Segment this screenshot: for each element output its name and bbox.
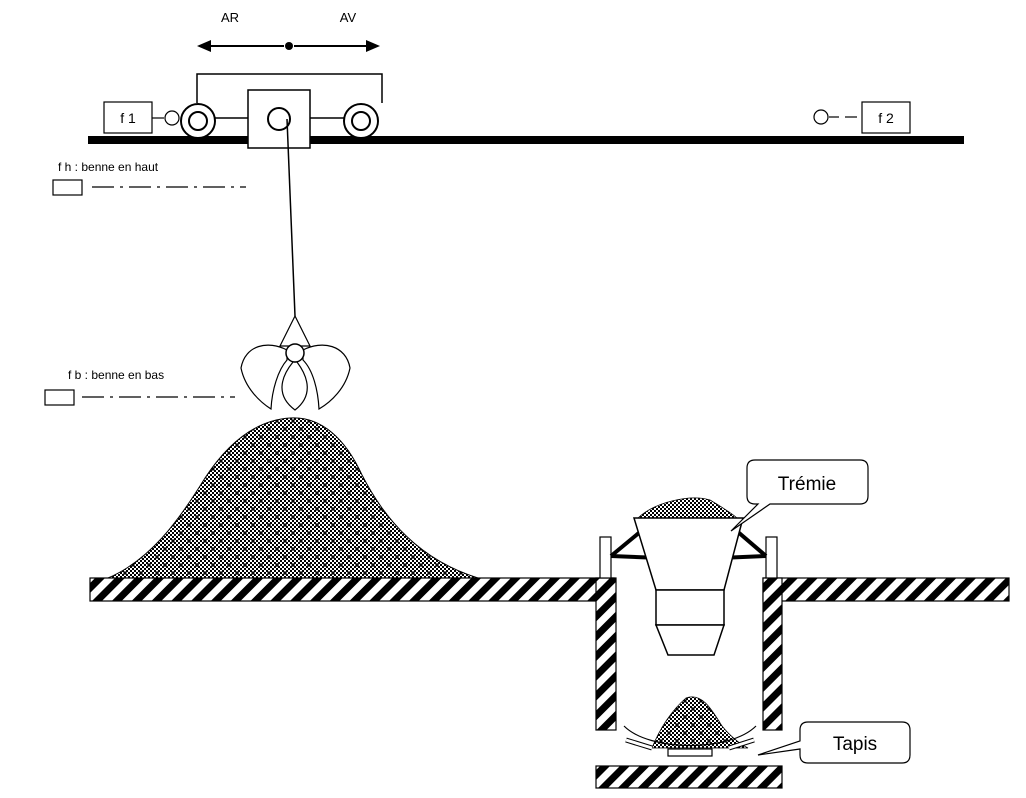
- direction-back-label: AR: [221, 10, 239, 25]
- sensor-high: f h : benne en haut: [52, 160, 246, 196]
- rail: [88, 136, 964, 144]
- conveyor: [623, 696, 757, 757]
- hopper: [599, 497, 778, 656]
- hopper-callout: Trémie: [730, 459, 869, 532]
- trolley-wheel-front: [343, 103, 379, 139]
- limit-switch-f2: f 2: [813, 101, 911, 134]
- limit-switch-f1: f 1: [103, 101, 180, 134]
- hopper-label: Trémie: [778, 474, 836, 495]
- direction-forward-label: AV: [340, 10, 357, 25]
- limit-switch-f2-label: f 2: [878, 110, 894, 126]
- trolley: [180, 73, 383, 149]
- trolley-wheel-rear: [180, 103, 216, 139]
- winch-drum: [267, 107, 291, 131]
- sensor-low-label: f b : benne en bas: [68, 368, 164, 382]
- sensor-high-label: f h : benne en haut: [58, 160, 159, 174]
- conveyor-label: Tapis: [833, 734, 877, 755]
- limit-switch-f1-label: f 1: [120, 110, 136, 126]
- direction-indicator: AR AV: [197, 10, 380, 52]
- grab-bucket: [240, 314, 351, 411]
- hoist-cable: [286, 118, 296, 317]
- conveyor-callout: Tapis: [757, 721, 911, 764]
- material-pile: [107, 417, 479, 579]
- ground: [89, 577, 1010, 789]
- sensor-low: f b : benne en bas: [44, 368, 235, 406]
